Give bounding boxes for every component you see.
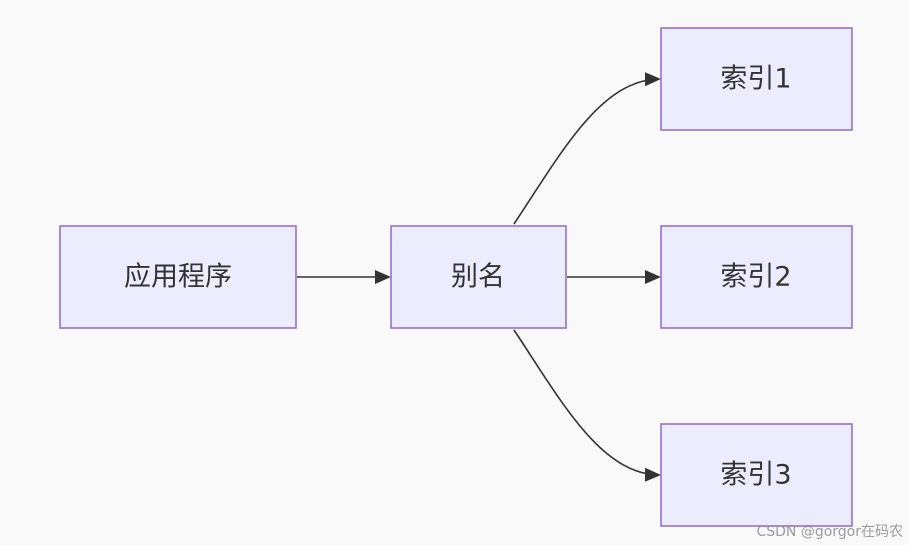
watermark: CSDN @gorgor在码农 — [756, 524, 903, 540]
node-index3-label: 索引3 — [720, 460, 791, 491]
edge-alias-to-index1 — [513, 72, 661, 225]
node-alias[interactable]: 别名 — [390, 225, 567, 329]
node-index1-label: 索引1 — [720, 64, 791, 95]
node-index2[interactable]: 索引2 — [660, 225, 853, 329]
node-alias-label: 别名 — [451, 262, 505, 293]
edge-alias-to-index3 — [513, 329, 661, 482]
node-app[interactable]: 应用程序 — [59, 225, 297, 329]
node-index3[interactable]: 索引3 — [660, 423, 853, 527]
node-index1[interactable]: 索引1 — [660, 27, 853, 131]
node-index2-label: 索引2 — [720, 262, 791, 293]
node-app-label: 应用程序 — [124, 262, 232, 293]
